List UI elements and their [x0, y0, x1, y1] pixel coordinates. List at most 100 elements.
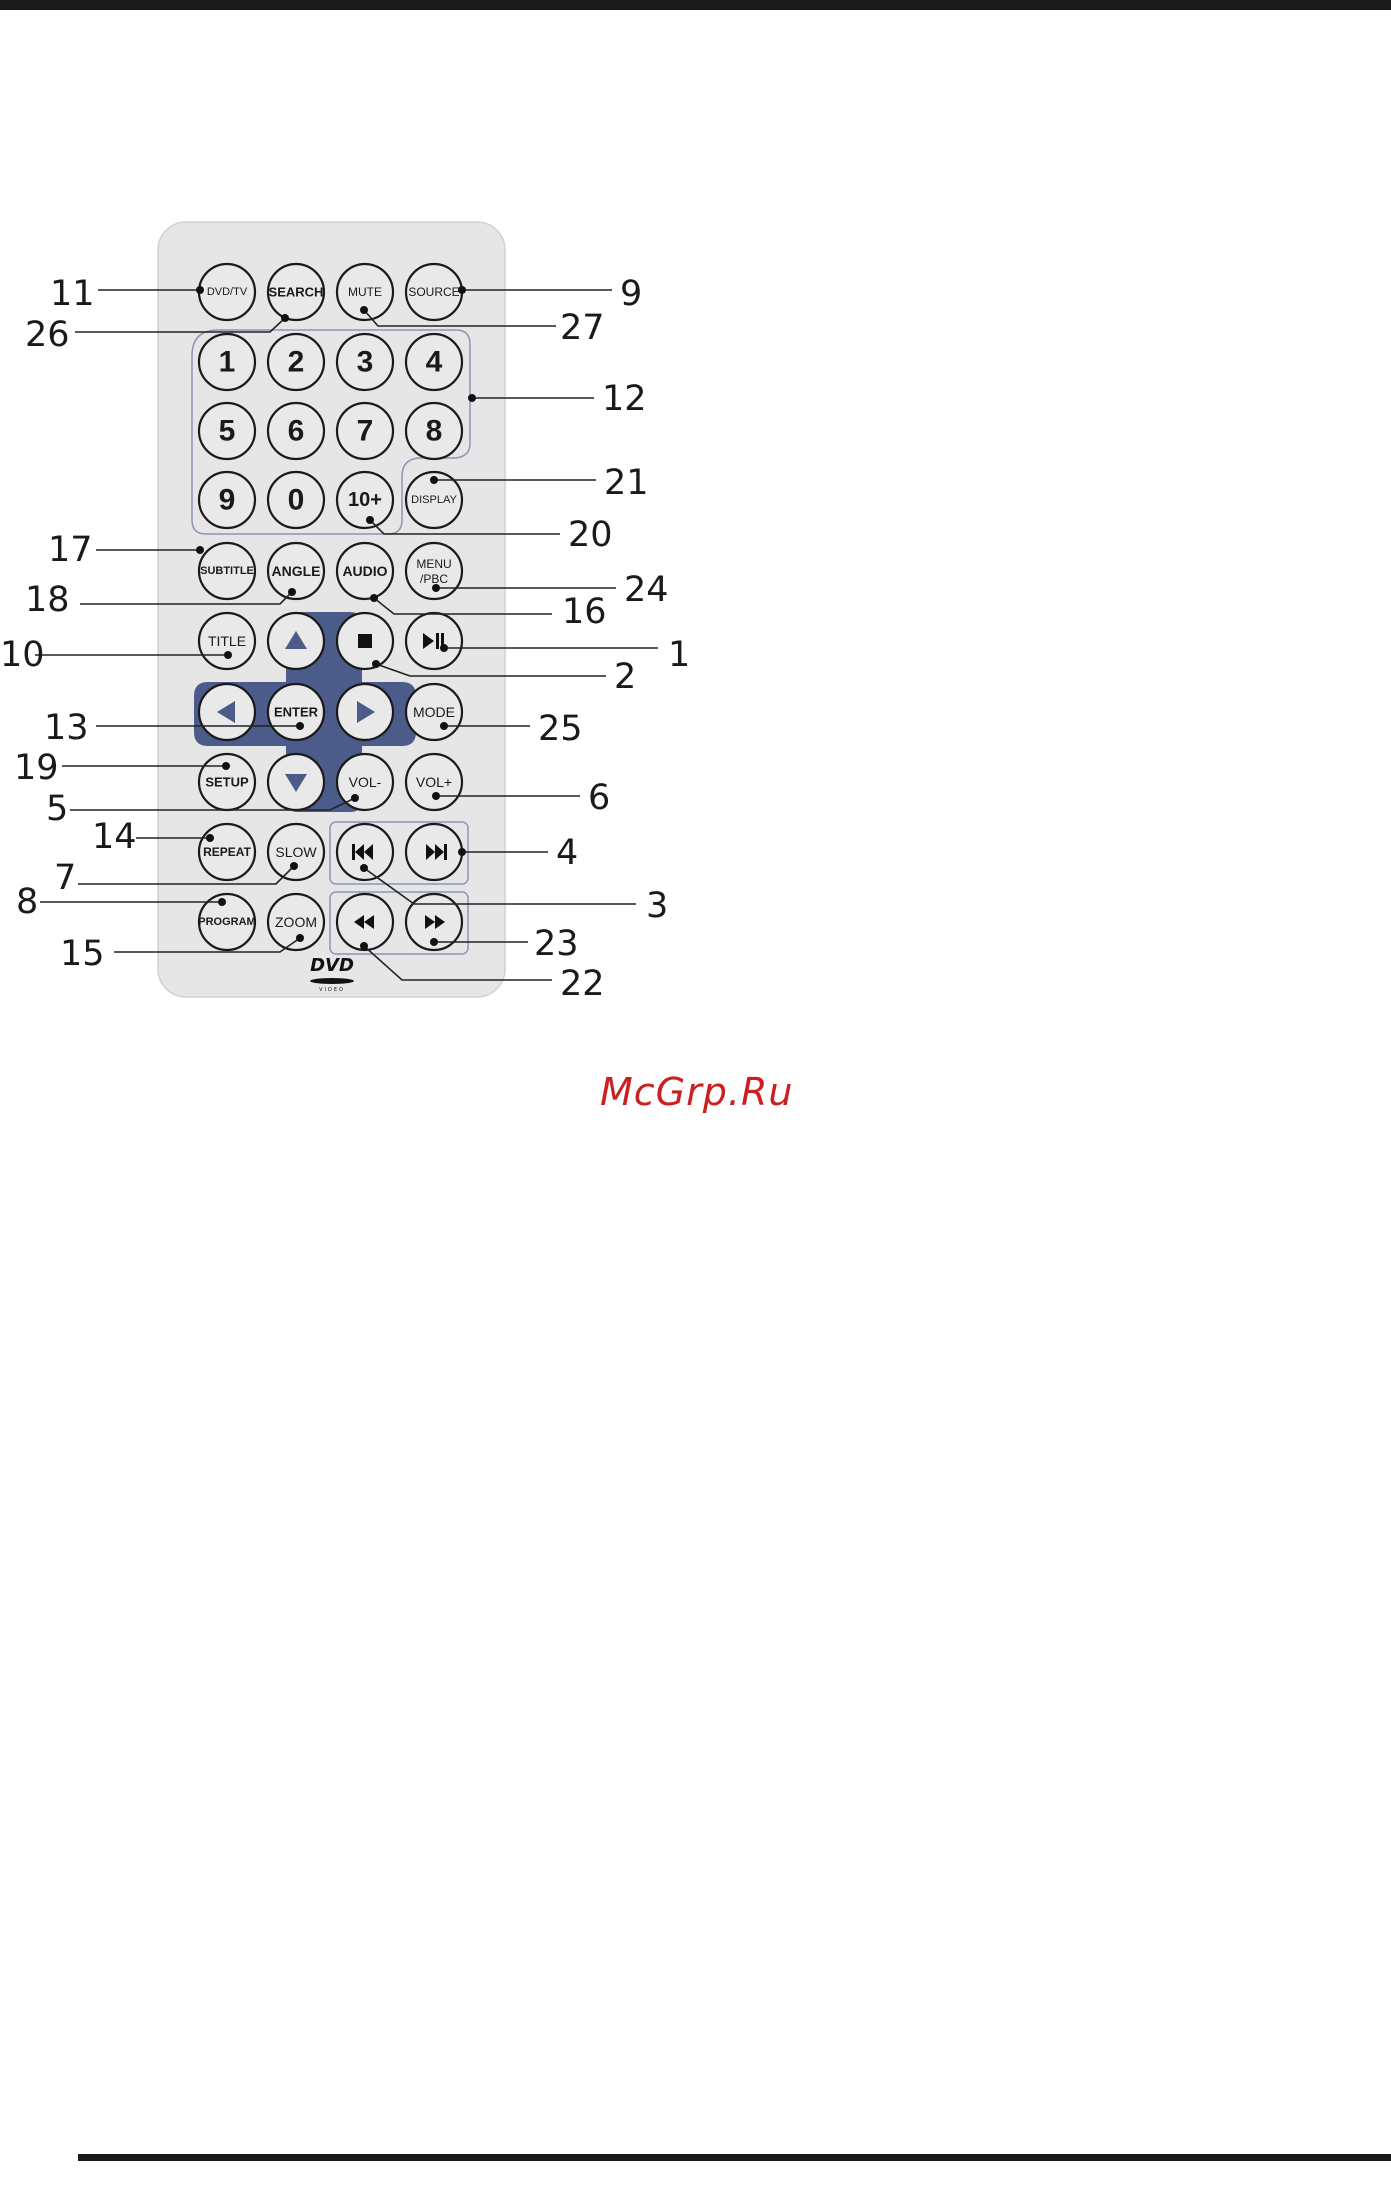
callout-number: 13 — [44, 708, 89, 748]
vol-plus-label: VOL+ — [416, 774, 452, 790]
callout-number: 7 — [54, 858, 76, 898]
callout-dot — [468, 394, 476, 402]
num-6-label: 6 — [288, 415, 305, 448]
enter-button[interactable]: ENTER — [268, 684, 324, 740]
callout-number: 11 — [50, 274, 95, 314]
source-button[interactable]: SOURCE — [406, 264, 462, 320]
num-4-button[interactable]: 4 — [406, 334, 462, 390]
callout-dot — [281, 314, 289, 322]
callout-number: 16 — [562, 592, 607, 632]
callout-number: 6 — [588, 778, 610, 818]
num-1-label: 1 — [219, 346, 236, 379]
play-pause-button[interactable] — [406, 613, 462, 669]
callout-number: 12 — [602, 379, 647, 419]
num-1-button[interactable]: 1 — [199, 334, 255, 390]
next-button[interactable] — [406, 824, 462, 880]
callout-dot — [366, 516, 374, 524]
num-0-label: 0 — [288, 484, 305, 517]
subtitle-button[interactable]: SUBTITLE — [199, 543, 255, 599]
num-2-button[interactable]: 2 — [268, 334, 324, 390]
callout-number: 21 — [604, 463, 649, 503]
num-3-label: 3 — [357, 346, 374, 379]
repeat-label: REPEAT — [203, 845, 251, 859]
search-button[interactable]: SEARCH — [268, 264, 324, 320]
callout-dot — [458, 848, 466, 856]
num-6-button[interactable]: 6 — [268, 403, 324, 459]
num-8-label: 8 — [426, 415, 443, 448]
callout-number: 17 — [48, 530, 93, 570]
callout-dot — [296, 934, 304, 942]
callout-number: 24 — [624, 570, 669, 610]
enter-label: ENTER — [274, 705, 319, 720]
audio-button[interactable]: AUDIO — [337, 543, 393, 599]
left-button[interactable] — [199, 684, 255, 740]
title-label: TITLE — [208, 633, 246, 649]
remote-control-diagram: DVD/TVSEARCHMUTESOURCE123456789010+DISPL… — [0, 0, 1391, 1020]
num-5-button[interactable]: 5 — [199, 403, 255, 459]
num-5-label: 5 — [219, 415, 236, 448]
num-2-label: 2 — [288, 346, 305, 379]
callout-dot — [218, 898, 226, 906]
callout-dot — [360, 864, 368, 872]
up-button[interactable] — [268, 613, 324, 669]
callout-number: 23 — [534, 924, 579, 964]
rewind-button[interactable] — [337, 894, 393, 950]
callout-number: 20 — [568, 515, 613, 555]
watermark-text: McGrp.Ru — [600, 1070, 793, 1114]
callout-number: 10 — [0, 635, 45, 675]
display-label: DISPLAY — [411, 494, 457, 506]
num-9-label: 9 — [219, 484, 236, 517]
angle-button[interactable]: ANGLE — [268, 543, 324, 599]
num-7-label: 7 — [357, 415, 374, 448]
callout-dot — [351, 794, 359, 802]
menu-pbc-label: MENU — [416, 557, 451, 571]
dvd-tv-button[interactable]: DVD/TV — [199, 264, 255, 320]
callout-number: 3 — [646, 886, 668, 926]
callout-dot — [196, 546, 204, 554]
down-button[interactable] — [268, 754, 324, 810]
callout-dot — [222, 762, 230, 770]
callout-number: 2 — [614, 657, 636, 697]
vol-minus-button[interactable]: VOL- — [337, 754, 393, 810]
num-8-button[interactable]: 8 — [406, 403, 462, 459]
mute-label: MUTE — [348, 285, 382, 299]
stop-button[interactable] — [337, 613, 393, 669]
callout-number: 19 — [14, 748, 59, 788]
mode-button[interactable]: MODE — [406, 684, 462, 740]
vol-plus-button[interactable]: VOL+ — [406, 754, 462, 810]
num-0-button[interactable]: 0 — [268, 472, 324, 528]
zoom-label: ZOOM — [275, 914, 317, 930]
program-label: PROGRAM — [198, 916, 255, 928]
ten-plus-label: 10+ — [348, 489, 382, 511]
callout-dot — [370, 594, 378, 602]
callout-dot — [372, 660, 380, 668]
audio-label: AUDIO — [342, 563, 387, 579]
callout-dot — [458, 286, 466, 294]
setup-label: SETUP — [205, 775, 249, 790]
callout-dot — [430, 938, 438, 946]
right-button[interactable] — [337, 684, 393, 740]
num-3-button[interactable]: 3 — [337, 334, 393, 390]
menu-pbc-label-line2: /PBC — [420, 572, 448, 586]
callout-number: 9 — [620, 274, 642, 314]
dvd-logo-text: DVD — [310, 955, 354, 976]
repeat-button[interactable]: REPEAT — [199, 824, 255, 880]
angle-label: ANGLE — [272, 563, 321, 579]
callout-dot — [360, 942, 368, 950]
slow-label: SLOW — [275, 844, 317, 860]
slow-button[interactable]: SLOW — [268, 824, 324, 880]
callout-number: 26 — [25, 315, 70, 355]
callout-number: 18 — [25, 580, 70, 620]
callout-dot — [224, 651, 232, 659]
mode-label: MODE — [413, 704, 455, 720]
ten-plus-button[interactable]: 10+ — [337, 472, 393, 528]
callout-dot — [290, 862, 298, 870]
callout-number: 22 — [560, 964, 605, 1004]
callout-number: 1 — [668, 635, 690, 675]
subtitle-label: SUBTITLE — [200, 565, 254, 577]
num-7-button[interactable]: 7 — [337, 403, 393, 459]
callout-dot — [288, 588, 296, 596]
num-9-button[interactable]: 9 — [199, 472, 255, 528]
callout-dot — [196, 286, 204, 294]
title-button[interactable]: TITLE — [199, 613, 255, 669]
